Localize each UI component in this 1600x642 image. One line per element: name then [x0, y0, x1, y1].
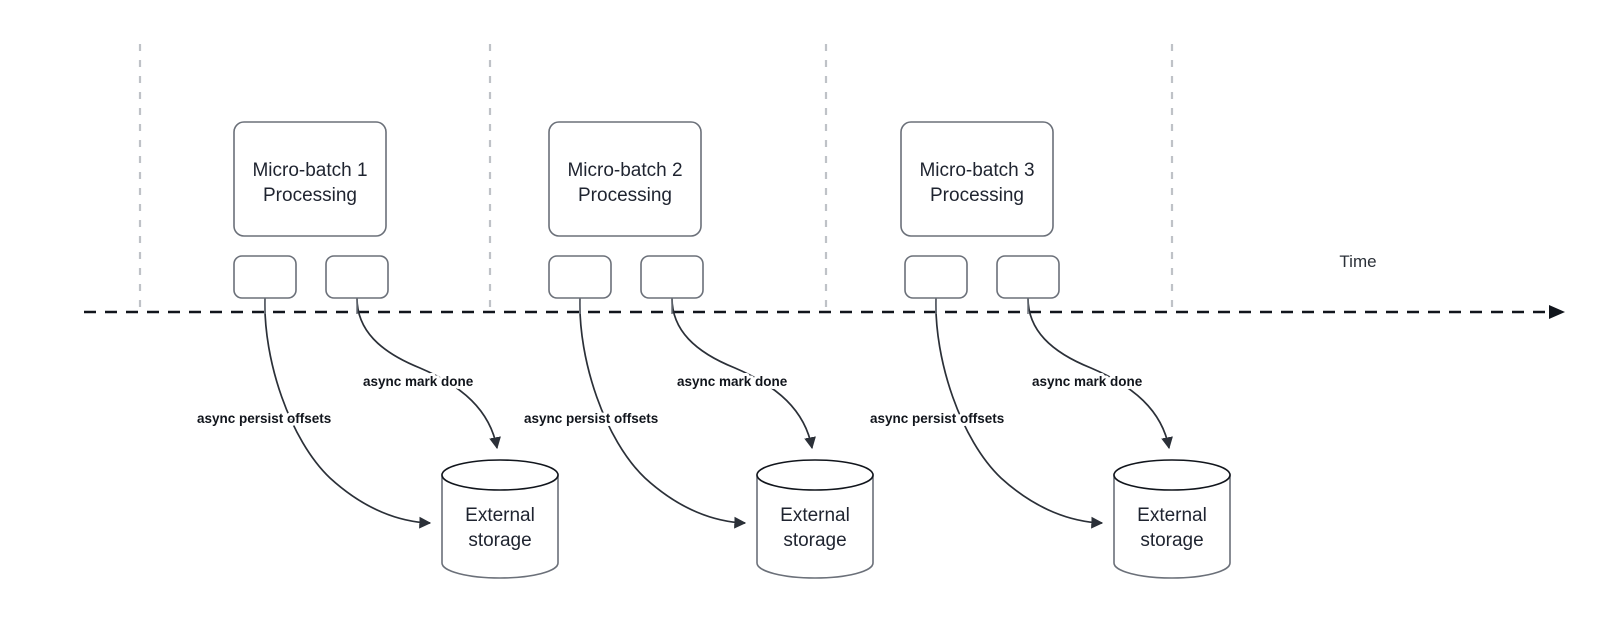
async-persist-offsets-edge-label: async persist offsets [870, 411, 1004, 426]
micro-batch-box-shape [548, 121, 702, 237]
async-mark-done-edge [671, 297, 816, 450]
async-persist-offsets-edge [264, 297, 432, 529]
async-persist-offsets-edge-label-halo: async persist offsets [870, 411, 1004, 426]
async-mark-done-edge-label-halo: async mark done [363, 374, 474, 389]
async-mark-done-edge-label: async mark done [1032, 374, 1143, 389]
storage-cylinder-body [1113, 474, 1231, 579]
async-mark-done-edge-label: async mark done [677, 374, 788, 389]
timeline-arrowhead-icon [1549, 305, 1565, 319]
storage-cylinder-top [441, 459, 559, 491]
storage-label-line2: storage [783, 530, 846, 551]
external-storage-3[interactable]: External storage [1113, 459, 1231, 579]
async-persist-offsets-edge [579, 297, 747, 529]
storage-cylinder-top [756, 459, 874, 491]
divider-layer [138, 44, 1174, 312]
micro-batch-label-line2: Processing [578, 185, 672, 206]
micro-batch-box-2[interactable]: Micro-batch 2 Processing [548, 121, 702, 237]
storage-cylinder-body [756, 474, 874, 579]
storage-cylinder-top [1113, 459, 1231, 491]
micro-batch-label-line1: Micro-batch 2 [567, 160, 682, 181]
task-box-3a[interactable] [904, 255, 968, 299]
async-persist-offsets-edge-label-halo: async persist offsets [197, 411, 331, 426]
storage-label-line2: storage [468, 530, 531, 551]
async-mark-done-edge-label: async mark done [363, 374, 474, 389]
task-box-3b[interactable] [996, 255, 1060, 299]
task-box-2a[interactable] [548, 255, 612, 299]
task-box-2b[interactable] [640, 255, 704, 299]
micro-batch-box-3[interactable]: Micro-batch 3 Processing [900, 121, 1054, 237]
micro-batch-label-line1: Micro-batch 1 [252, 160, 367, 181]
storage-label-line2: storage [1140, 530, 1203, 551]
timeline-axis-label: Time [1339, 252, 1376, 271]
async-mark-done-edge-label-halo: async mark done [1032, 374, 1143, 389]
task-box-1a[interactable] [233, 255, 297, 299]
micro-batch-label-line2: Processing [930, 185, 1024, 206]
async-mark-done-edge [356, 297, 501, 450]
async-persist-offsets-edge-label-halo: async persist offsets [524, 411, 658, 426]
edges-layer [264, 297, 1173, 529]
micro-batch-box-shape [233, 121, 387, 237]
micro-batch-label-line1: Micro-batch 3 [919, 160, 1034, 181]
storage-cylinder-body [441, 474, 559, 579]
micro-batch-label-line2: Processing [263, 185, 357, 206]
storage-label-line1: External [780, 505, 850, 526]
external-storage-1[interactable]: External storage [441, 459, 559, 579]
timeline-layer: Time [84, 252, 1565, 319]
async-mark-done-edge-label-halo: async mark done [677, 374, 788, 389]
task-box-1b[interactable] [325, 255, 389, 299]
edge-labels-layer: async persist offsets async persist offse… [194, 371, 1146, 429]
async-persist-offsets-edge-label: async persist offsets [197, 411, 331, 426]
external-storage-2[interactable]: External storage [756, 459, 874, 579]
storage-label-line1: External [1137, 505, 1207, 526]
async-persist-offsets-edge [935, 297, 1104, 529]
async-persist-offsets-edge-label: async persist offsets [524, 411, 658, 426]
storage-label-line1: External [465, 505, 535, 526]
async-mark-done-edge [1027, 297, 1173, 450]
micro-batch-box-1[interactable]: Micro-batch 1 Processing [233, 121, 387, 237]
micro-batch-box-shape [900, 121, 1054, 237]
